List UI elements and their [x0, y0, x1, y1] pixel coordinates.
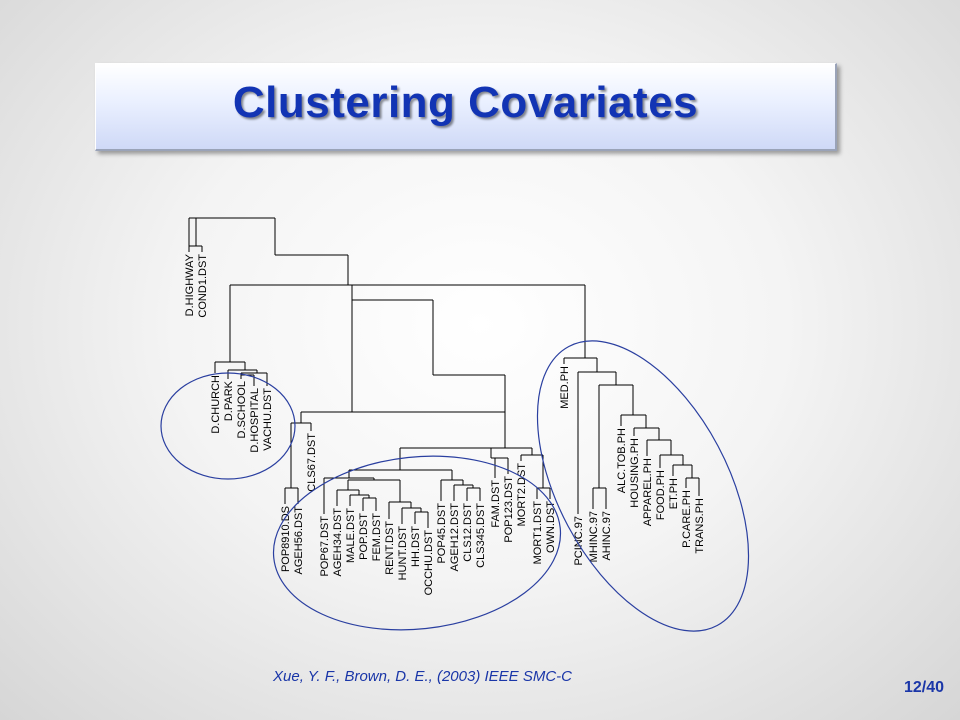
leaf-label: MORT2.DST	[516, 463, 528, 527]
leaf-label: HUNT.DST	[397, 526, 409, 581]
leaf-label: D.CHURCH	[210, 375, 222, 434]
leaf-label: D.HIGHWAY	[184, 253, 196, 316]
slide-number: 12/40	[903, 679, 944, 696]
leaf-label: AGEH12.DST	[449, 503, 461, 572]
leaf-label: POP.DST	[358, 513, 370, 560]
leaf-label: ET.PH	[668, 478, 680, 509]
leaf-label: FEM.DST	[371, 513, 383, 562]
leaf-label: VACHU.DST	[262, 388, 274, 451]
cluster-ellipses	[160, 340, 750, 632]
leaf-label: COND1.DST	[197, 254, 209, 318]
leaf-label: FAM.DST	[490, 480, 502, 528]
slide-title: Clustering Covariates	[232, 77, 699, 127]
leaf-label: CLS12.DST	[462, 503, 474, 562]
leaf-label: HOUSING.PH	[629, 438, 641, 508]
leaf-label: POP45.DST	[436, 503, 448, 564]
leaf-label: POP8910.DS	[280, 506, 292, 572]
title-box: Clustering Covariates	[95, 63, 837, 151]
leaf-label: MHINC.97	[588, 511, 600, 562]
leaf-label: OWN.DST	[545, 501, 557, 553]
leaf-label: AHINC.97	[601, 511, 613, 561]
citation: Xue, Y. F., Brown, D. E., (2003) IEEE SM…	[273, 668, 573, 685]
leaf-label: POP123.DST	[503, 476, 515, 543]
cluster-ellipse-economic	[536, 340, 750, 632]
leaf-label: APPAREL.PH	[642, 458, 654, 526]
leaf-label: MED.PH	[559, 366, 571, 409]
leaf-label: D.PARK	[223, 380, 235, 421]
leaf-label: MALE.DST	[345, 508, 357, 563]
leaf-label: POP67.DST	[319, 516, 331, 577]
cluster-ellipse-distance	[160, 372, 296, 480]
cluster-ellipse-demographic	[272, 455, 562, 631]
leaf-label: FOOD.PH	[655, 470, 667, 520]
leaf-label: ALC.TOB.PH	[616, 428, 628, 493]
leaf-label: D.HOSPITAL	[249, 388, 261, 453]
leaf-label: AGEH34.DST	[332, 508, 344, 577]
leaf-label: AGEH56.DST	[293, 506, 305, 575]
leaf-label: MORT1.DST	[532, 501, 544, 565]
leaf-label: RENT.DST	[384, 521, 396, 575]
leaf-label: HH.DST	[410, 526, 422, 567]
dendrogram-branches	[188, 217, 700, 528]
leaf-label: D.SCHOOL	[236, 381, 248, 438]
leaf-label: P.CARE.PH	[681, 490, 693, 548]
leaf-label: PCINC.97	[573, 516, 585, 566]
leaf-label: CLS345.DST	[475, 503, 487, 568]
leaf-label: TRANS.PH	[694, 498, 706, 554]
leaf-label: CLS67.DST	[306, 433, 318, 492]
leaf-label: OCCHU.DST	[423, 530, 435, 596]
